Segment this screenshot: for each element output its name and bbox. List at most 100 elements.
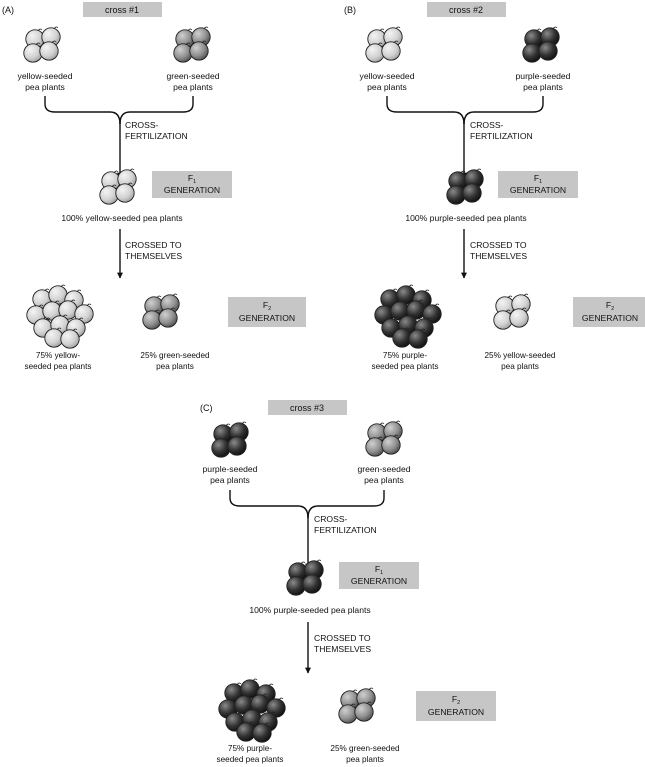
pea-stem	[377, 436, 383, 440]
pea-stem	[264, 722, 270, 726]
f2-label-box	[573, 297, 645, 327]
f2-major-peas	[374, 284, 442, 349]
pea-stem	[550, 40, 556, 44]
pea-stem	[352, 689, 358, 693]
pea-stem	[476, 168, 482, 172]
f2-minor-caption-line2: pea plants	[501, 362, 539, 371]
step1-line2: FERTILIZATION	[125, 131, 188, 141]
f2-major-caption-line2: seeded pea plants	[217, 755, 284, 764]
pea-stem	[404, 327, 410, 331]
parent-left-label-line2: pea plants	[210, 475, 250, 485]
pea-stem	[424, 289, 430, 293]
pea-stem	[70, 299, 76, 303]
panel-letter: (C)	[200, 403, 213, 413]
pea-stem	[239, 435, 245, 439]
pea-stem	[37, 28, 43, 32]
pea	[189, 41, 209, 61]
pea-stem	[54, 300, 60, 304]
pea	[39, 41, 59, 61]
cross-label-box	[268, 400, 347, 415]
pea-stem	[386, 304, 392, 308]
pea-stem	[410, 314, 416, 318]
parent-left-peas	[365, 26, 403, 63]
pea-stem	[172, 293, 178, 297]
pea-stem	[154, 309, 160, 313]
f2-major-caption-line1: 75% yellow-	[36, 351, 80, 360]
pea-stem	[402, 300, 408, 304]
f2-label: F2	[452, 694, 460, 706]
merge-bracket-left	[386, 96, 465, 125]
pea-stem	[534, 42, 540, 46]
pea-stem	[53, 26, 59, 30]
pea-stem	[170, 307, 176, 311]
pea	[158, 308, 178, 328]
step1-line2: FERTILIZATION	[314, 525, 377, 535]
pea-stem	[56, 327, 62, 331]
panel-a: (A) cross #1 yellow-seeded pea plants gr…	[2, 2, 306, 371]
pea-stem	[316, 559, 322, 563]
pea	[23, 43, 43, 63]
pea-stem	[237, 711, 243, 715]
f1-label: F1	[534, 173, 542, 185]
cross-label: cross #2	[449, 5, 483, 15]
f2-label-box	[416, 691, 496, 721]
step2-line2: THEMSELVES	[125, 251, 182, 261]
f1-caption: 100% purple-seeded pea plants	[405, 213, 526, 223]
cross-label-box	[83, 2, 162, 17]
pea-stem	[254, 708, 260, 712]
merge-bracket-left	[229, 490, 309, 519]
pea-stem	[72, 328, 78, 332]
f1-label-box	[498, 171, 578, 198]
f1-label: F1	[375, 564, 383, 576]
f2-generation: GENERATION	[428, 707, 484, 717]
f2-minor-caption-line1: 25% green-seeded	[140, 351, 210, 360]
pea-stem	[127, 182, 133, 186]
pea-stem	[523, 293, 529, 297]
step1-line1: CROSS-	[125, 120, 159, 130]
pea-stem	[268, 683, 274, 687]
pea-stem	[552, 26, 558, 30]
f2-label: F2	[263, 300, 271, 312]
pea-stem	[230, 698, 236, 702]
parent-left-peas	[211, 421, 249, 458]
pea-stem	[201, 40, 207, 44]
pea	[252, 723, 272, 743]
pea-stem	[129, 168, 135, 172]
pea-stem	[113, 170, 119, 174]
pea-stem	[248, 721, 254, 725]
parent-right-label-line1: purple-seeded	[516, 71, 571, 81]
pea-stem	[78, 317, 84, 321]
panel-c: (C) cross #3 purple-seeded pea plants gr…	[200, 400, 496, 764]
pea-stem	[270, 711, 276, 715]
parent-left-label-line1: purple-seeded	[203, 464, 258, 474]
f2-minor-caption-line1: 25% green-seeded	[330, 744, 400, 753]
pea	[338, 704, 358, 724]
pea-stem	[418, 299, 424, 303]
pea-stem	[225, 423, 231, 427]
f2-major-peas	[26, 284, 94, 349]
pea-stem	[420, 328, 426, 332]
f1-label-box	[152, 171, 232, 198]
pea-stem	[246, 694, 252, 698]
pea	[446, 185, 466, 205]
panel-b: (B) cross #2 yellow-seeded pea plants pu…	[344, 2, 645, 371]
step1-line1: CROSS-	[314, 514, 348, 524]
pea	[538, 41, 558, 61]
parent-right-label-line2: pea plants	[364, 475, 404, 485]
f2-minor-caption-line2: pea plants	[156, 362, 194, 371]
f2-minor-peas	[493, 293, 531, 330]
pea-stem	[395, 26, 401, 30]
pea-stem	[379, 28, 385, 32]
pea-stem	[262, 693, 268, 697]
pea-stem	[236, 682, 242, 686]
f2-label: F2	[606, 300, 614, 312]
pea-stem	[298, 575, 304, 579]
pea-stem	[35, 42, 41, 46]
pea-stem	[241, 421, 247, 425]
pea	[354, 702, 374, 722]
f1-label: F1	[188, 173, 196, 185]
merge-bracket-right	[307, 490, 385, 519]
pea-stem	[507, 295, 513, 299]
pea-stem	[458, 184, 464, 188]
f2-major-caption-line1: 75% purple-	[383, 351, 427, 360]
